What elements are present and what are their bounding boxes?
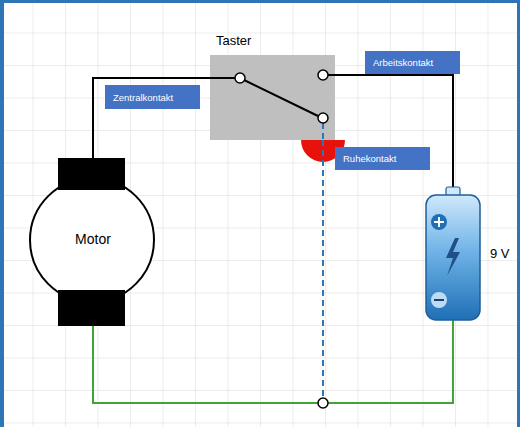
motor-terminal	[58, 290, 125, 326]
frame-left	[0, 0, 4, 427]
wire	[93, 78, 210, 158]
junction-dot	[318, 398, 328, 408]
part-name: Taster	[216, 33, 251, 48]
contact-name: Zentralkontakt	[113, 92, 173, 103]
contact-name: Ruhekontakt	[343, 153, 396, 164]
battery-symbol-drawing	[422, 186, 484, 322]
battery-body	[426, 195, 480, 320]
contact-label: Zentralkontakt	[105, 85, 200, 109]
plus-pole	[431, 214, 447, 230]
wire	[210, 77, 235, 79]
wire	[93, 320, 453, 403]
contact-point	[235, 73, 245, 83]
plus-sign	[434, 217, 444, 227]
switch-box: Taster	[210, 55, 335, 140]
switch-box-drawing	[210, 55, 335, 140]
wire	[328, 74, 335, 76]
motor-terminal	[58, 158, 125, 190]
minus-pole	[431, 292, 447, 308]
frame-top	[0, 0, 520, 3]
part-name: 9 V	[490, 246, 510, 261]
contact-point	[318, 113, 328, 123]
minus-sign	[434, 299, 444, 301]
contact-name: Arbeitskontakt	[373, 57, 433, 68]
part-name: Motor	[30, 231, 156, 247]
motor-symbol: Motor	[30, 158, 156, 326]
contact-point	[318, 70, 328, 80]
switch-lever	[240, 78, 318, 116]
wire	[335, 75, 453, 187]
contact-label: Arbeitskontakt	[365, 51, 460, 74]
dashed-line	[322, 140, 324, 398]
frame-right	[517, 0, 520, 427]
dashed-line	[322, 123, 324, 140]
battery-symbol: 9 V	[422, 186, 484, 322]
lightning-symbol	[446, 238, 460, 276]
contact-label: Ruhekontakt	[335, 147, 430, 170]
